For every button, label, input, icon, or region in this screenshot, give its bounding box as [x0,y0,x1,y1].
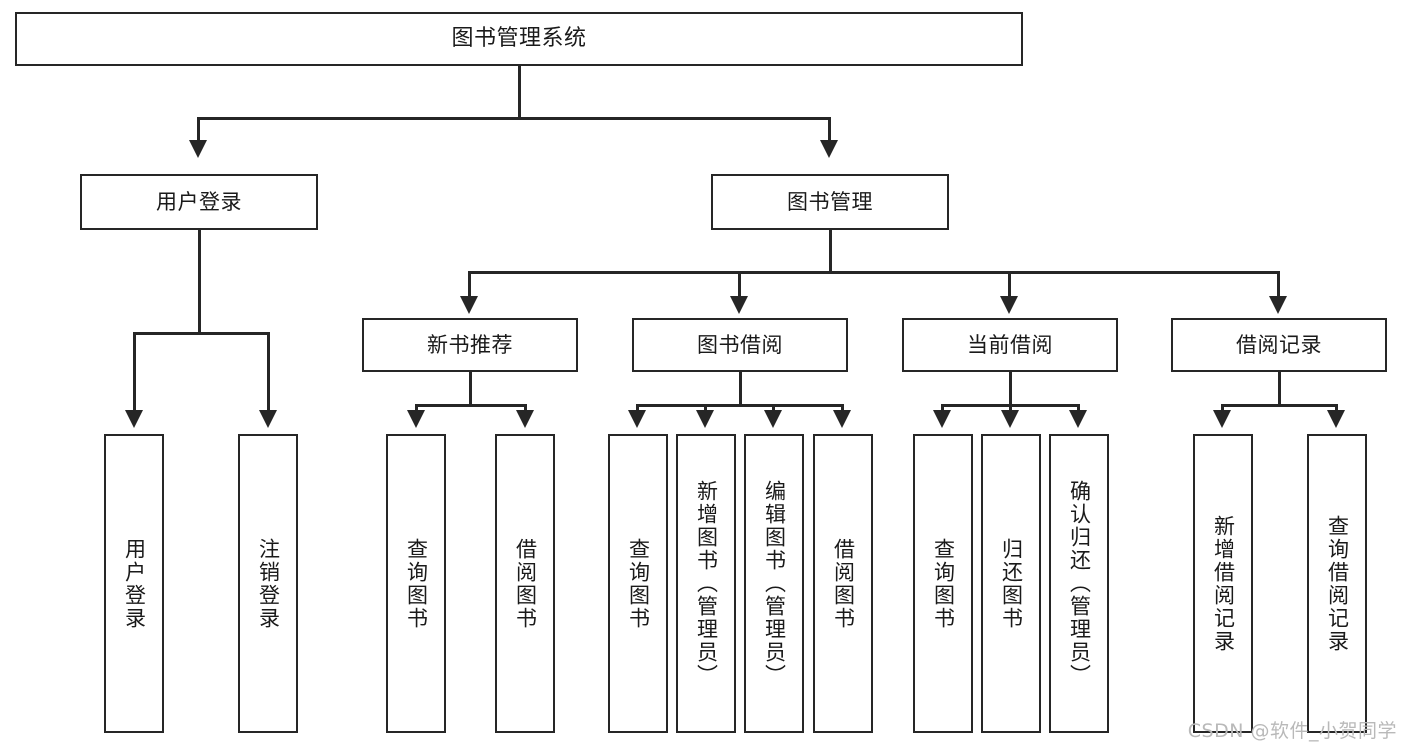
connector-new-book-bus [415,404,527,407]
leaf-book-borrow-edit-book-admin[interactable]: 编辑图书（管理员） [744,434,804,733]
node-label: 查询借阅记录 [1325,514,1350,653]
connector-borrow-record-stem [1278,372,1281,406]
node-label: 新增借阅记录 [1211,514,1236,653]
arrowhead-borrow-record-to-leaf-2 [1327,410,1345,428]
arrowhead-root-to-user-login [189,140,207,158]
connector-book-management-stem [829,230,832,273]
arrowhead-new-book-to-leaf-2 [516,410,534,428]
arrowhead-bm-to-book-borrow [730,296,748,314]
leaf-new-book-query-book[interactable]: 查询图书 [386,434,446,733]
node-label: 查询图书 [404,537,429,630]
connector-bm-to-borrow-record [1277,271,1280,299]
node-new-book-recommendation[interactable]: 新书推荐 [362,318,578,372]
node-label: 新增图书（管理员） [694,480,719,687]
connector-bm-to-new-book [468,271,471,299]
node-label: 确认归还（管理员） [1067,480,1092,687]
leaf-borrow-record-query-record[interactable]: 查询借阅记录 [1307,434,1367,733]
arrowhead-book-borrow-to-leaf-2 [696,410,714,428]
node-label: 查询图书 [931,537,956,630]
arrowhead-bm-to-borrow-record [1269,296,1287,314]
node-label: 借阅图书 [513,537,538,630]
connector-root-stem [518,66,521,119]
arrowhead-bm-to-current-borrow [1000,296,1018,314]
node-label: 注销登录 [256,537,281,630]
connector-book-borrow-bus [636,404,844,407]
node-label: 当前借阅 [967,332,1053,357]
leaf-user-login-login[interactable]: 用户登录 [104,434,164,733]
node-label: 图书管理系统 [451,26,587,52]
connector-user-login-bus [133,332,270,335]
node-label: 归还图书 [999,537,1024,630]
node-label: 借阅图书 [831,537,856,630]
node-book-borrow[interactable]: 图书借阅 [632,318,848,372]
leaf-current-borrow-query-book[interactable]: 查询图书 [913,434,973,733]
connector-new-book-stem [469,372,472,406]
arrowhead-user-login-to-leaf-1 [125,410,143,428]
node-label: 编辑图书（管理员） [762,480,787,687]
node-root-book-management-system[interactable]: 图书管理系统 [15,12,1023,66]
leaf-current-borrow-confirm-return-admin[interactable]: 确认归还（管理员） [1049,434,1109,733]
csdn-watermark: CSDN @软件_小贺同学 [1187,720,1397,742]
node-label: 用户登录 [122,537,147,630]
connector-current-borrow-stem [1009,372,1012,406]
arrowhead-book-borrow-to-leaf-1 [628,410,646,428]
arrowhead-current-borrow-to-leaf-1 [933,410,951,428]
arrowhead-root-to-book-management [820,140,838,158]
node-label: 查询图书 [626,537,651,630]
arrowhead-current-borrow-to-leaf-2 [1001,410,1019,428]
arrowhead-bm-to-new-book [460,296,478,314]
leaf-current-borrow-return-book[interactable]: 归还图书 [981,434,1041,733]
node-current-borrow[interactable]: 当前借阅 [902,318,1118,372]
node-label: 图书管理 [787,189,873,214]
connector-bm-to-book-borrow [738,271,741,299]
connector-user-login-to-leaf-2 [267,332,270,415]
node-label: 用户登录 [156,189,242,214]
node-label: 借阅记录 [1236,332,1322,357]
leaf-user-login-logout[interactable]: 注销登录 [238,434,298,733]
leaf-borrow-record-add-record[interactable]: 新增借阅记录 [1193,434,1253,733]
connector-book-management-bus [468,271,1280,274]
arrowhead-new-book-to-leaf-1 [407,410,425,428]
leaf-book-borrow-add-book-admin[interactable]: 新增图书（管理员） [676,434,736,733]
connector-bm-to-current-borrow [1008,271,1011,299]
arrowhead-book-borrow-to-leaf-4 [833,410,851,428]
leaf-new-book-borrow-book[interactable]: 借阅图书 [495,434,555,733]
arrowhead-book-borrow-to-leaf-3 [764,410,782,428]
node-user-login[interactable]: 用户登录 [80,174,318,230]
connector-root-to-user-login [197,117,200,145]
leaf-book-borrow-borrow-book[interactable]: 借阅图书 [813,434,873,733]
node-label: 图书借阅 [697,332,783,357]
arrowhead-user-login-to-leaf-2 [259,410,277,428]
connector-borrow-record-bus [1221,404,1338,407]
arrowhead-current-borrow-to-leaf-3 [1069,410,1087,428]
connector-book-borrow-stem [739,372,742,406]
node-book-management[interactable]: 图书管理 [711,174,949,230]
connector-user-login-to-leaf-1 [133,332,136,415]
arrowhead-borrow-record-to-leaf-1 [1213,410,1231,428]
connector-root-bus [197,117,831,120]
leaf-book-borrow-query-book[interactable]: 查询图书 [608,434,668,733]
connector-user-login-stem [198,230,201,334]
connector-root-to-book-management [828,117,831,145]
node-borrow-record[interactable]: 借阅记录 [1171,318,1387,372]
node-label: 新书推荐 [427,332,513,357]
